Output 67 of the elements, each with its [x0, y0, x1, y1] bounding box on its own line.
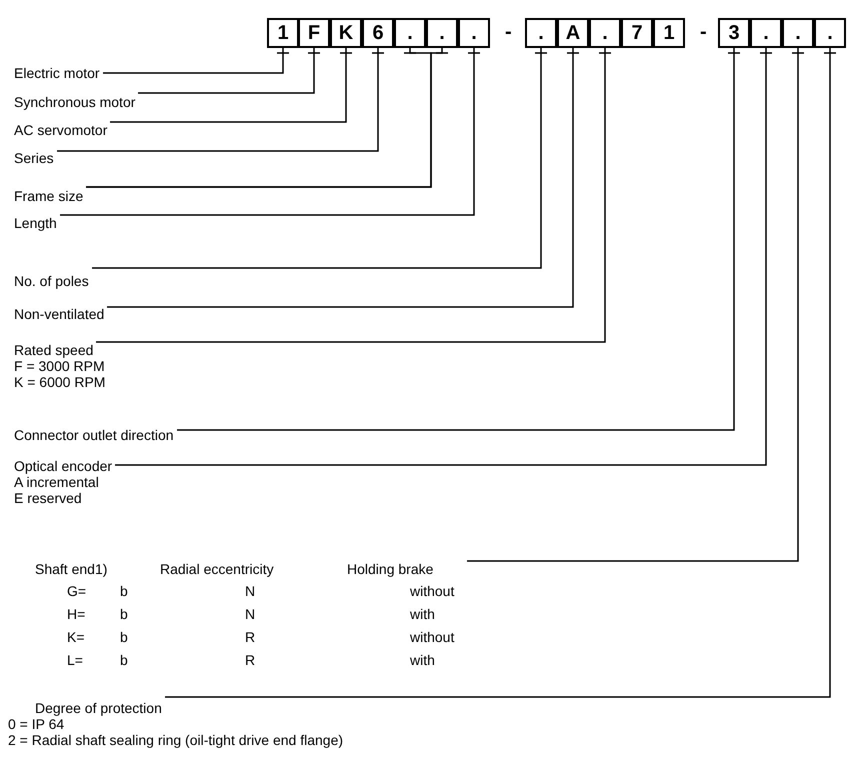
code-character: K — [330, 18, 362, 48]
field-label: Length — [14, 215, 57, 231]
table-entry: R — [245, 652, 256, 668]
field-label: Degree of protection — [34, 700, 162, 716]
table-entry: K= — [67, 629, 85, 645]
column-header: Shaft end1) — [35, 561, 108, 577]
column-header: Radial eccentricity — [160, 561, 274, 577]
code-character: A — [557, 18, 589, 48]
column-header: Holding brake — [347, 561, 434, 577]
leader-line — [60, 48, 475, 216]
table-entry: without — [410, 629, 454, 645]
field-label: Electric motor — [14, 65, 100, 81]
table-entry: b — [120, 606, 128, 622]
leader-line — [107, 48, 574, 308]
table-entry: N — [245, 583, 256, 599]
option-text: 2 = Radial shaft sealing ring (oil-tight drive end flange) — [8, 732, 344, 748]
field-label: AC servomotor — [14, 122, 108, 138]
option-text: A incremental — [14, 474, 99, 490]
code-character: 1 — [653, 18, 685, 48]
field-label: Non-ventilated — [14, 306, 104, 322]
code-character: . — [814, 18, 846, 48]
field-label: Frame size — [14, 188, 84, 204]
table-entry: b — [120, 652, 128, 668]
code-character: . — [458, 18, 490, 48]
table-entry: b — [120, 629, 128, 645]
separator-dash: - — [700, 21, 707, 44]
code-character: . — [750, 18, 782, 48]
separator-dash: - — [505, 21, 512, 44]
option-text: 0 = IP 64 — [8, 716, 64, 732]
field-label: Series — [14, 150, 54, 166]
leader-line — [96, 48, 606, 343]
leader-line — [165, 48, 831, 698]
code-character: . — [394, 18, 426, 48]
option-text: K = 6000 RPM — [14, 374, 106, 390]
leader-line — [138, 48, 315, 94]
code-character: F — [298, 18, 330, 48]
option-text: E reserved — [14, 490, 82, 506]
table-entry: N — [245, 606, 256, 622]
field-label: Connector outlet direction — [14, 427, 174, 443]
table-entry: without — [410, 583, 454, 599]
code-character: . — [589, 18, 621, 48]
table-entry: H= — [67, 606, 86, 622]
leader-line — [177, 48, 735, 431]
option-text: F = 3000 RPM — [14, 358, 105, 374]
code-character: . — [525, 18, 557, 48]
code-character: . — [782, 18, 814, 48]
leader-line — [57, 48, 379, 152]
table-entry: with — [410, 652, 435, 668]
code-character: . — [426, 18, 458, 48]
code-character: 1 — [267, 18, 299, 48]
leader-line — [92, 48, 542, 269]
field-label: Optical encoder — [14, 458, 112, 474]
code-character: 3 — [718, 18, 750, 48]
leader-line — [467, 48, 799, 562]
leader-line — [115, 48, 767, 466]
table-entry: G= — [67, 583, 86, 599]
leader-line — [103, 48, 284, 74]
field-label: Rated speed — [14, 342, 94, 358]
field-label: Synchronous motor — [14, 94, 136, 110]
table-entry: with — [410, 606, 435, 622]
table-entry: L= — [67, 652, 83, 668]
field-label: No. of poles — [14, 273, 89, 289]
table-entry: b — [120, 583, 128, 599]
code-character: 6 — [362, 18, 394, 48]
leader-line — [110, 48, 347, 123]
table-entry: R — [245, 629, 256, 645]
code-character: 7 — [621, 18, 653, 48]
